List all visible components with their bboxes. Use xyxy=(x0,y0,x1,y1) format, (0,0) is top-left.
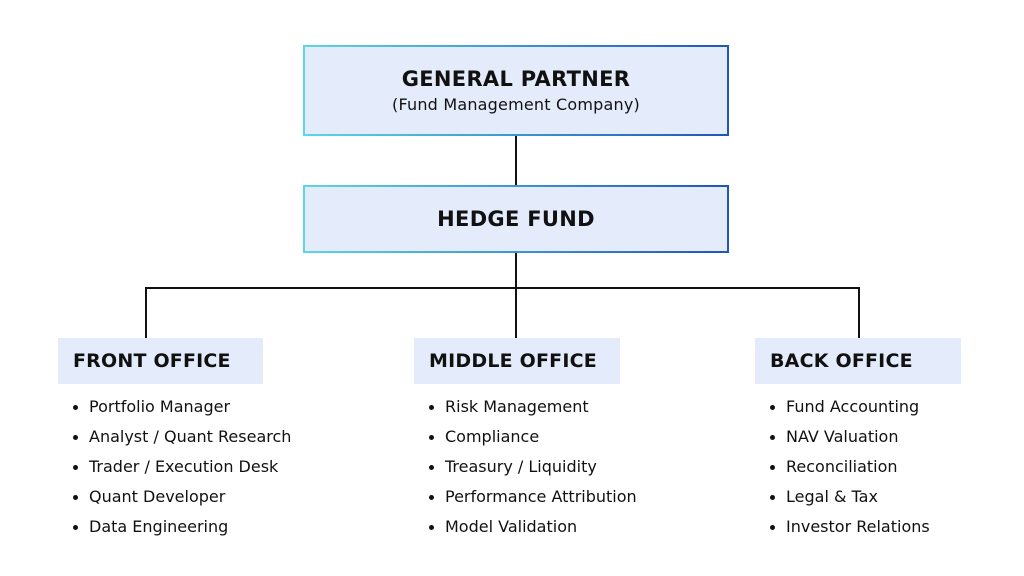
connector-fund-trunk xyxy=(515,253,517,338)
front-office-title: FRONT OFFICE xyxy=(73,350,231,372)
general-partner-title: GENERAL PARTNER xyxy=(401,67,631,91)
connector-front-drop xyxy=(145,287,147,338)
connector-back-drop xyxy=(858,287,860,338)
front-office-header: FRONT OFFICE xyxy=(58,338,263,384)
list-item: Performance Attribution xyxy=(429,482,637,512)
back-office-list: Fund Accounting NAV Valuation Reconcilia… xyxy=(770,392,930,542)
middle-office-title: MIDDLE OFFICE xyxy=(429,350,597,372)
list-item: Quant Developer xyxy=(73,482,291,512)
list-item: Reconciliation xyxy=(770,452,930,482)
list-item: Portfolio Manager xyxy=(73,392,291,422)
list-item: Investor Relations xyxy=(770,512,930,542)
hedge-fund-box: HEDGE FUND xyxy=(303,185,729,253)
hedge-fund-title: HEDGE FUND xyxy=(437,207,595,231)
connector-gp-to-fund xyxy=(515,136,517,185)
list-item: Analyst / Quant Research xyxy=(73,422,291,452)
general-partner-box: GENERAL PARTNER (Fund Management Company… xyxy=(303,45,729,136)
front-office-list: Portfolio Manager Analyst / Quant Resear… xyxy=(73,392,291,542)
general-partner-subtitle: (Fund Management Company) xyxy=(392,95,640,114)
list-item: NAV Valuation xyxy=(770,422,930,452)
connector-horizontal-bar xyxy=(145,287,860,289)
list-item: Model Validation xyxy=(429,512,637,542)
list-item: Compliance xyxy=(429,422,637,452)
list-item: Data Engineering xyxy=(73,512,291,542)
middle-office-list: Risk Management Compliance Treasury / Li… xyxy=(429,392,637,542)
list-item: Legal & Tax xyxy=(770,482,930,512)
list-item: Trader / Execution Desk xyxy=(73,452,291,482)
back-office-title: BACK OFFICE xyxy=(770,350,913,372)
middle-office-header: MIDDLE OFFICE xyxy=(414,338,620,384)
list-item: Treasury / Liquidity xyxy=(429,452,637,482)
list-item: Fund Accounting xyxy=(770,392,930,422)
back-office-header: BACK OFFICE xyxy=(755,338,961,384)
list-item: Risk Management xyxy=(429,392,637,422)
